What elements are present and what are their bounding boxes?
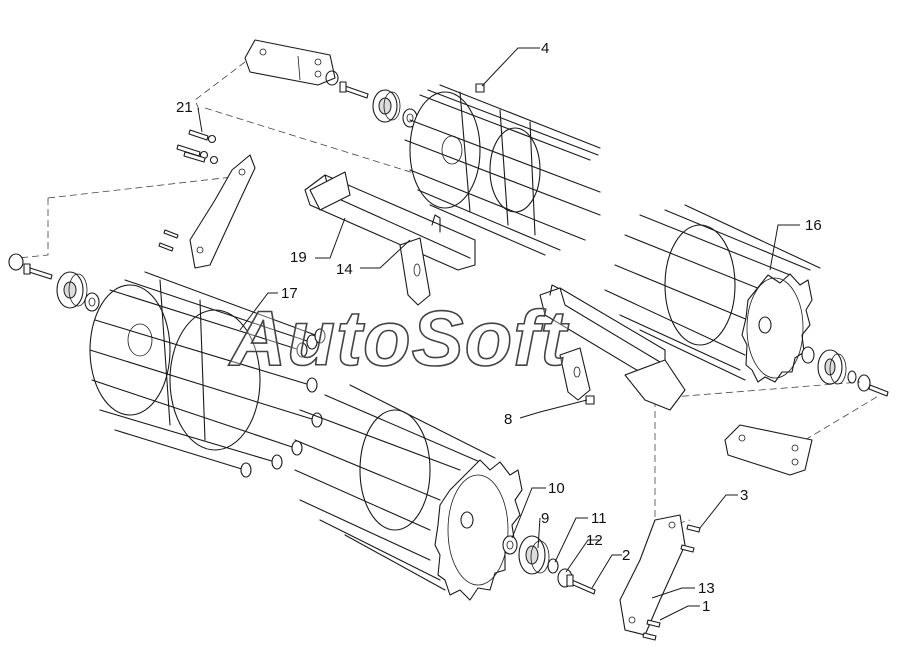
bottom-roller	[294, 384, 523, 601]
right-washer	[801, 346, 815, 364]
callout-13: 13	[698, 580, 715, 597]
bottom-bolt-2	[566, 574, 596, 595]
callout-17: 17	[281, 285, 298, 302]
callout-10: 10	[548, 480, 565, 497]
top-mounting-plate	[244, 39, 336, 86]
frame-beam	[304, 171, 476, 306]
right-small-washer	[847, 370, 857, 384]
right-bearing	[817, 349, 847, 385]
left-roller	[89, 271, 326, 478]
callout-14: 14	[336, 261, 353, 278]
left-circlip	[8, 253, 24, 271]
callout-9: 9	[541, 510, 549, 527]
callout-12: 12	[586, 532, 603, 549]
callout-11: 11	[591, 510, 607, 527]
upper-roller	[404, 84, 601, 256]
left-bearing	[56, 271, 88, 309]
callout-4: 4	[541, 40, 549, 57]
right-lower-plate	[724, 424, 813, 476]
top-bearing	[372, 89, 401, 123]
bottom-washer-11	[547, 558, 559, 574]
callout-19: 19	[290, 249, 307, 266]
callout-8: 8	[504, 411, 512, 428]
callout-2: 2	[622, 547, 630, 564]
callout-21: 21	[176, 99, 193, 116]
leader-lines	[197, 47, 800, 621]
bolt-set-21	[176, 129, 219, 165]
left-side-bracket	[189, 154, 256, 269]
right-frame-nut-8	[585, 395, 595, 405]
watermark-text: AutoSoft	[228, 294, 569, 382]
callout-16: 16	[805, 217, 822, 234]
small-bolts-left	[158, 229, 179, 252]
bottom-washer-10	[502, 535, 518, 555]
right-frame-beam	[539, 284, 686, 411]
bracket-bolts	[642, 524, 701, 641]
callout-1: 1	[702, 598, 710, 615]
upper-roller-nut	[475, 83, 485, 93]
right-roller	[604, 204, 821, 383]
top-bolt	[339, 81, 369, 99]
bottom-right-bracket	[619, 514, 686, 636]
left-washer	[84, 292, 100, 312]
left-bolt	[23, 263, 53, 280]
callout-labels: 4 21 19 14 17 16 8 10 9 11 12 2 3 13 1	[176, 40, 822, 615]
bottom-bearing-9	[518, 535, 550, 575]
callout-3: 3	[740, 487, 748, 504]
right-bolt	[868, 384, 889, 397]
right-circlip	[857, 374, 871, 392]
top-circlip	[325, 70, 339, 86]
